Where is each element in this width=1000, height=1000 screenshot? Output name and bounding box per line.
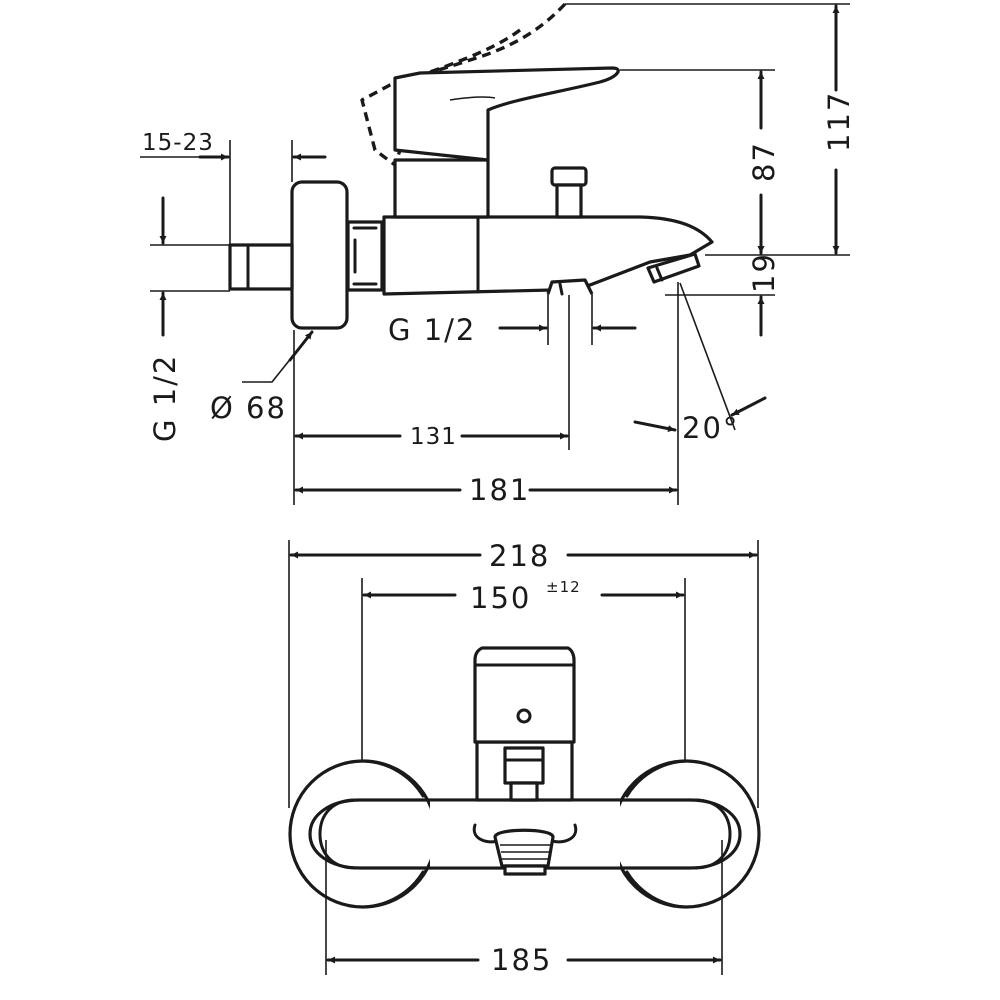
dim-height-spout: 19 — [747, 252, 781, 293]
front-handle-screw — [516, 708, 532, 724]
dim-height-handle: 87 — [747, 141, 781, 182]
dim-wall-depth: 15-23 — [142, 130, 214, 156]
front-aerator — [493, 828, 555, 868]
threaded-nut — [346, 220, 384, 292]
dim-centre-distance: 150 — [470, 581, 531, 615]
dim-rosette-diameter: Ø 68 — [210, 391, 287, 425]
lever-raised-dashed-outline-inner — [429, 28, 522, 74]
front-diverter — [503, 746, 545, 785]
dim-height-total: 117 — [822, 91, 856, 152]
dim-overall-width: 218 — [489, 539, 550, 573]
dim-centre-tolerance: ±12 — [546, 578, 581, 596]
front-body-pill — [318, 798, 732, 870]
dim-length-outlet: 131 — [410, 424, 457, 450]
side-view: 15-23 G 1/2 Ø 68 G 1/2 117 87 19 — [140, 2, 856, 507]
handle-column — [393, 158, 490, 219]
mixer-body — [382, 215, 714, 296]
bottom-outlet — [546, 278, 594, 295]
dim-outlet-thread: G 1/2 — [388, 313, 476, 347]
front-lever-handle — [473, 646, 576, 744]
dim-length-spout: 181 — [469, 473, 530, 507]
dim-inlet-thread: G 1/2 — [148, 354, 182, 442]
dim-spout-angle: 20° — [682, 411, 739, 445]
wall-rosette — [290, 180, 349, 330]
dim-rosette-span: 185 — [491, 943, 552, 977]
front-view: 218 150 ±12 185 — [288, 539, 761, 977]
diverter-stem — [555, 183, 583, 219]
right-rosette — [611, 759, 761, 909]
lever-handle — [393, 66, 620, 162]
inlet-connector — [228, 243, 294, 291]
diverter-knob — [550, 166, 588, 187]
lever-raised-dashed-outline — [360, 2, 567, 167]
